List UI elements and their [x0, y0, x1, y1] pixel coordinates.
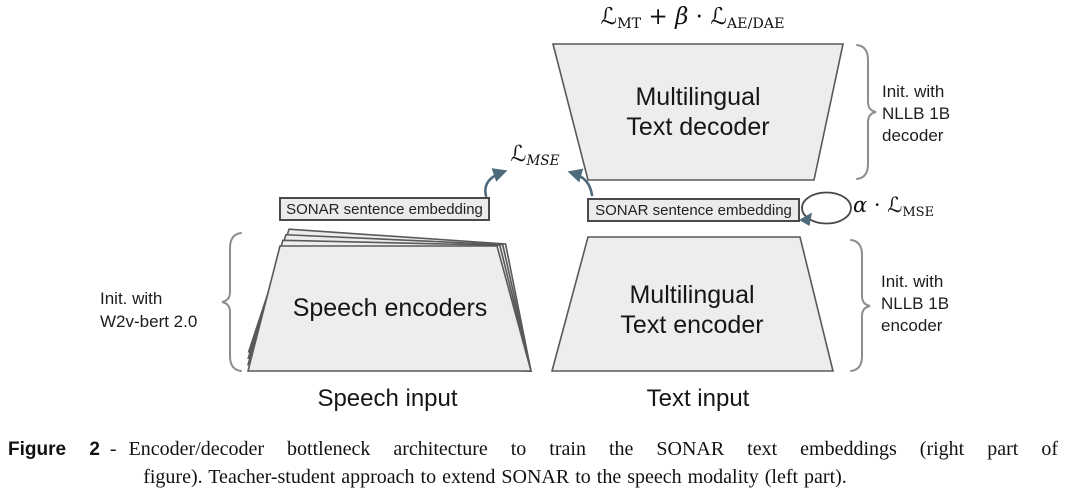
text-encoder-label-line1: Multilingual: [629, 281, 755, 309]
sonar-embedding-box-right-label: SONAR sentence embedding: [595, 201, 792, 219]
text-encoder-label-line2: Text encoder: [620, 311, 764, 339]
init-nllb-encoder-line1: Init. with: [881, 272, 944, 291]
sonar-embedding-box-left: SONAR sentence embedding: [279, 197, 490, 221]
init-nllb-decoder-line2: NLLB 1B: [882, 104, 951, 123]
text-encoder-trapezoid: [550, 236, 835, 372]
figure-caption-separator: -: [109, 438, 117, 460]
loss-formula-mse: ℒMSE: [510, 142, 560, 169]
encoder-brace: [850, 239, 871, 372]
figure-caption-line1: Figure 2-Encoder/decoder bottleneck arch…: [8, 438, 1058, 461]
figure-caption-label: Figure 2: [8, 439, 100, 460]
text-decoder-label: Multilingual Text decoder: [555, 82, 841, 142]
loss-formula-top: ℒMT + β · ℒAE/DAE: [600, 4, 785, 32]
init-nllb-decoder-line3: decoder: [882, 126, 944, 145]
init-nllb-encoder-annotation: Init. with NLLB 1B encoder: [881, 271, 949, 337]
text-input-label: Text input: [646, 385, 750, 412]
sonar-embedding-box-left-label: SONAR sentence embedding: [286, 200, 483, 218]
speech-brace: [221, 232, 242, 372]
decoder-brace: [856, 44, 877, 180]
init-nllb-decoder-annotation: Init. with NLLB 1B decoder: [882, 81, 950, 147]
loss-formula-alpha-mse: α · ℒMSE: [853, 193, 935, 220]
sonar-embedding-box-right: SONAR sentence embedding: [587, 198, 800, 222]
mse-arrow-left: [484, 168, 508, 198]
text-encoder-label: Multilingual Text encoder: [549, 280, 835, 340]
mse-self-loop: [801, 191, 852, 225]
init-w2vbert-annotation: Init. with W2v-bert 2.0: [100, 287, 197, 333]
init-nllb-encoder-line3: encoder: [881, 316, 943, 335]
speech-encoder-front: [246, 245, 533, 372]
speech-input-label: Speech input: [317, 385, 458, 412]
init-w2vbert-line2: W2v-bert 2.0: [100, 312, 198, 331]
speech-encoders-stack: [246, 228, 533, 372]
text-decoder-trapezoid: [551, 43, 844, 181]
figure-caption-line2: figure). Teacher-student approach to ext…: [143, 466, 847, 488]
figure-caption-text1: Encoder/decoder bottleneck architecture …: [128, 438, 1058, 460]
mse-arrow-right: [567, 168, 594, 197]
mse-self-loop-arrowhead: [799, 212, 812, 226]
text-decoder-label-line2: Text decoder: [626, 113, 770, 141]
init-w2vbert-line1: Init. with: [100, 289, 163, 308]
init-nllb-encoder-line2: NLLB 1B: [881, 294, 950, 313]
text-decoder-label-line1: Multilingual: [635, 83, 761, 111]
speech-encoders-label: Speech encoders: [292, 294, 488, 322]
init-nllb-decoder-line1: Init. with: [882, 82, 945, 101]
